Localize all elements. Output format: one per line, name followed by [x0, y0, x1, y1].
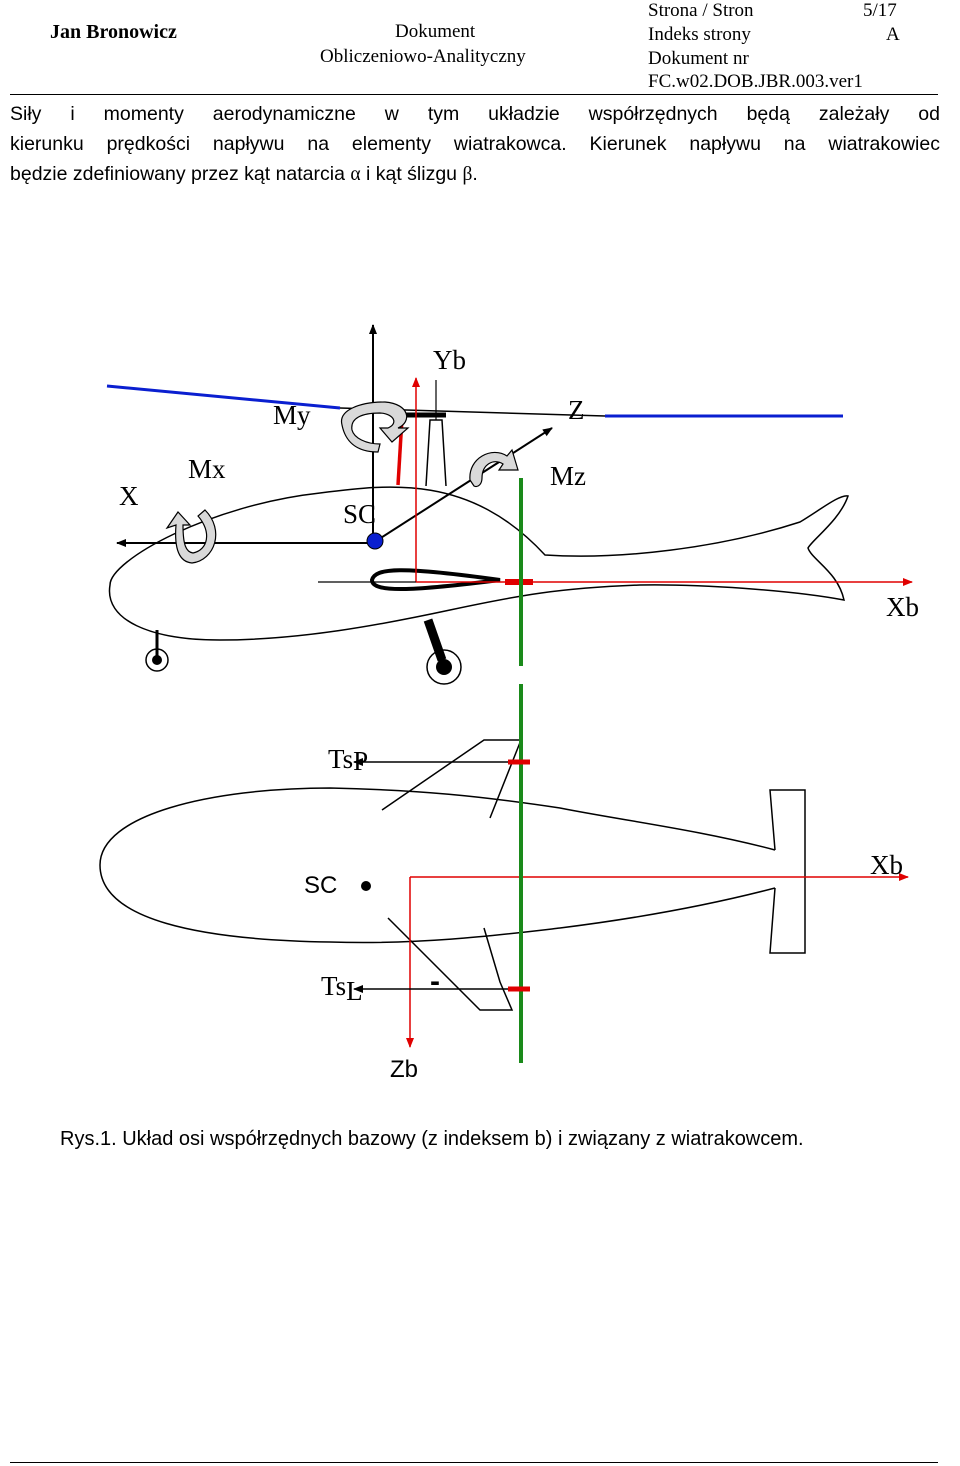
tail-fin-top — [769, 789, 806, 954]
front-wheel-hub — [152, 655, 162, 665]
footer-rule — [10, 1462, 938, 1463]
wing-profile — [369, 568, 501, 591]
rotor-blade-left — [106, 384, 341, 410]
fuselage-outline — [108, 486, 849, 641]
alpha-symbol: α — [350, 164, 361, 185]
header-doc-type-line2: Obliczeniowo-Analityczny — [320, 46, 526, 67]
body-line-2: kierunku prędkości napływu na elementy w… — [10, 133, 940, 155]
label-xb-top: Xb — [870, 850, 903, 880]
header-doc-type-line1: Dokument — [395, 21, 476, 42]
main-wheel-hub — [436, 659, 452, 675]
body-line-3: będzie zdefiniowany przez kąt natarcia α… — [10, 159, 940, 190]
my-moment-arrow — [341, 401, 410, 453]
header-docnum-value: FC.w02.DOB.JBR.003.ver1 — [648, 71, 863, 92]
body-line-1: Siły i momenty aerodynamiczne w tym ukła… — [10, 103, 940, 125]
sc-point — [366, 532, 384, 550]
body-line-3-b: i kąt ślizgu — [360, 163, 463, 185]
body-line-3-a: będzie zdefiniowany przez kąt natarcia — [10, 163, 351, 185]
header-docnum-label: Dokument nr — [648, 48, 749, 69]
figure-caption: Rys.1. Układ osi współrzędnych bazowy (z… — [60, 1128, 804, 1150]
label-xb-side: Xb — [886, 592, 919, 622]
label-yb: Yb — [433, 345, 466, 375]
main-gear-strut — [423, 618, 447, 662]
label-minus: - — [430, 965, 440, 998]
mx-moment-arrow — [165, 509, 217, 564]
body-line-3-c: . — [472, 163, 478, 185]
fuselage-top-outline — [99, 787, 776, 944]
rotor-mast — [425, 419, 447, 487]
header-page-value: 5/17 — [863, 0, 897, 21]
header-page-label: Strona / Stron — [648, 0, 754, 21]
top-view: TsP SC Xb TsL - Zb — [99, 684, 909, 1083]
side-view: Yb My Z X Mx Mz SC Xb — [106, 324, 919, 685]
wing-top — [381, 739, 523, 819]
label-my: My — [273, 400, 311, 430]
header-index-label: Indeks strony — [648, 24, 751, 45]
label-sc-side: SC — [343, 499, 376, 529]
sc-point-top — [361, 881, 371, 891]
header-rule — [10, 94, 938, 95]
label-mz: Mz — [550, 461, 586, 491]
label-tsl: TsL — [321, 971, 363, 1006]
main-wheel — [426, 649, 462, 685]
mz-moment-arrow — [469, 448, 519, 488]
label-zb: Zb — [390, 1056, 418, 1083]
z-axis-arrow — [372, 427, 553, 544]
label-x: X — [119, 481, 139, 511]
label-z: Z — [568, 395, 585, 425]
label-tsp: TsP — [328, 744, 368, 776]
body-paragraph: Siły i momenty aerodynamiczne w tym ukła… — [10, 99, 940, 190]
wing-bottom — [387, 917, 514, 1011]
header-author: Jan Bronowicz — [50, 21, 177, 43]
label-sc-top: SC — [304, 872, 337, 899]
beta-symbol: β — [462, 164, 473, 185]
header-index-value: A — [886, 24, 900, 45]
front-wheel — [145, 648, 169, 672]
label-mx: Mx — [188, 454, 226, 484]
